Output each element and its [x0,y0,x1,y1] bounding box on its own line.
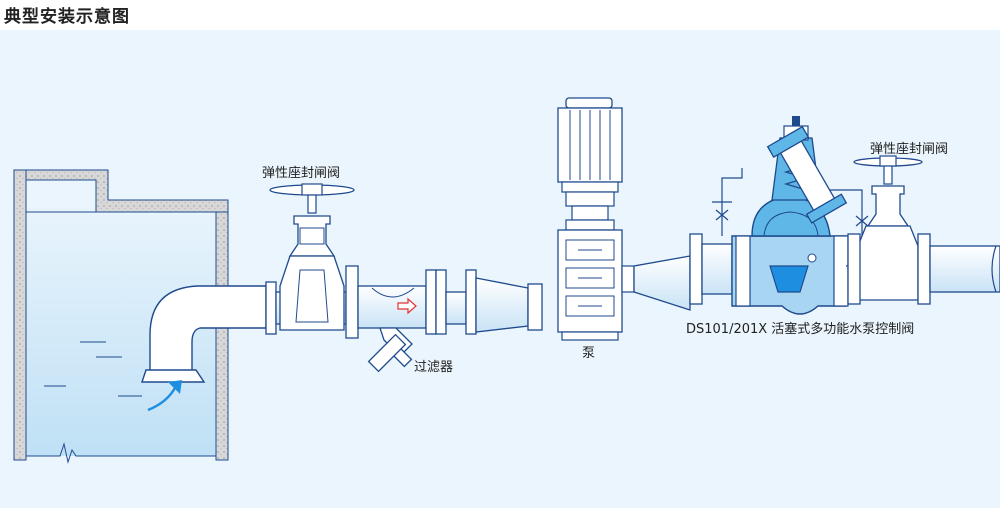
gate-valve-right-label: 弹性座封闸阀 [870,142,949,157]
gate-valve-right [847,155,1000,305]
page-title: 典型安装示意图 [4,7,130,27]
installation-diagram [0,30,1000,508]
control-valve-label: DS101/201X 活塞式多功能水泵控制阀 [686,322,915,337]
pump-control-valve [689,116,869,315]
gate-valve-left [269,183,359,339]
pump-label: 泵 [582,346,596,361]
gate-valve-left-label: 弹性座封闸阀 [262,166,341,181]
vertical-pump [557,97,691,341]
strainer-label: 过滤器 [414,360,454,375]
water-tank [13,169,267,464]
y-strainer [357,269,543,373]
diagram-panel: 弹性座封闸阀 弹性座封闸阀 过滤器 泵 DS101/201X 活塞式多功能水泵控… [0,30,1000,508]
